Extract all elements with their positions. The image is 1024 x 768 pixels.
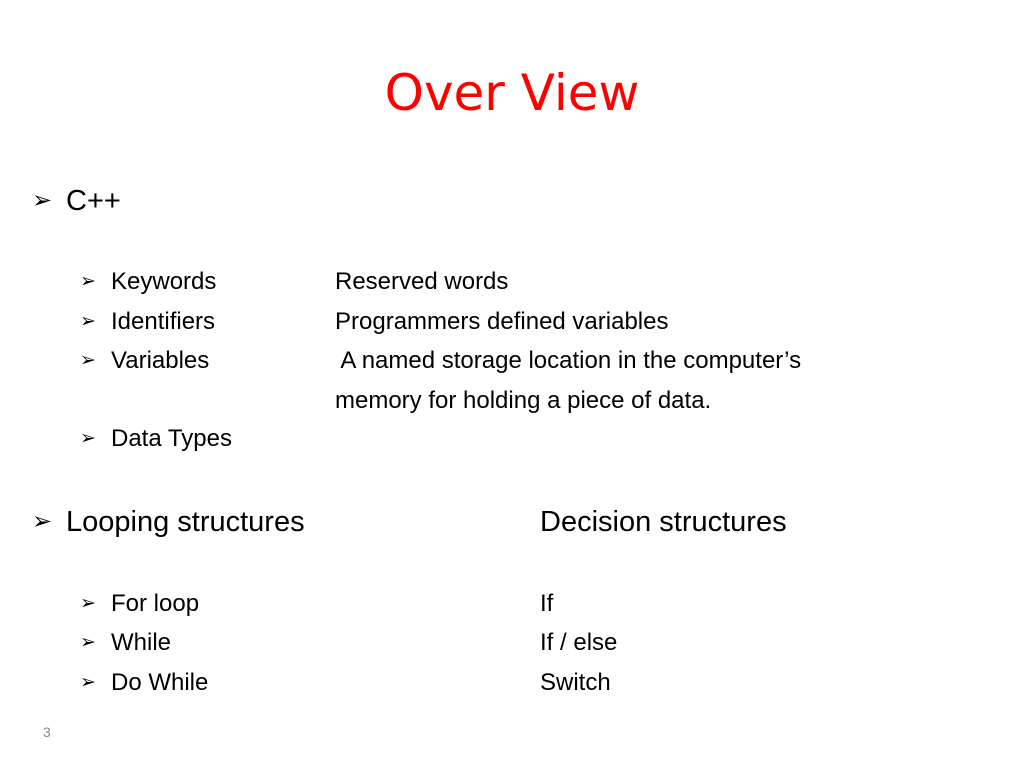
arrow-bullet-icon: ➢: [80, 311, 96, 332]
slide-title: Over View: [384, 64, 640, 122]
arrow-bullet-icon: ➢: [32, 508, 53, 535]
arrow-bullet-icon: ➢: [80, 271, 96, 292]
desc-variables-cont: memory for holding a piece of data.: [335, 387, 712, 414]
arrow-bullet-icon: ➢: [80, 428, 96, 449]
term-keywords: Keywords: [111, 268, 217, 295]
decision-item-if-else: If / else: [540, 629, 618, 656]
arrow-bullet-icon: ➢: [80, 672, 96, 693]
loop-item-do-while: Do While: [111, 669, 209, 696]
arrow-bullet-icon: ➢: [32, 187, 53, 214]
section-looping-label: Looping structures: [66, 506, 305, 538]
term-variables: Variables: [111, 347, 210, 374]
term-identifiers: Identifiers: [111, 308, 216, 335]
desc-identifiers: Programmers defined variables: [335, 308, 669, 335]
arrow-bullet-icon: ➢: [80, 350, 96, 371]
arrow-bullet-icon: ➢: [80, 593, 96, 614]
arrow-bullet-icon: ➢: [80, 632, 96, 653]
desc-variables: A named storage location in the computer…: [335, 347, 802, 374]
page-number: 3: [43, 724, 51, 740]
loop-item-for: For loop: [111, 590, 200, 617]
loop-item-while: While: [111, 629, 172, 656]
decision-item-switch: Switch: [540, 669, 611, 696]
desc-keywords: Reserved words: [335, 268, 509, 295]
section-cpp-label: C++: [66, 185, 121, 217]
section-decision-label: Decision structures: [540, 506, 787, 538]
term-data-types: Data Types: [111, 425, 232, 452]
decision-item-if: If: [540, 590, 554, 617]
